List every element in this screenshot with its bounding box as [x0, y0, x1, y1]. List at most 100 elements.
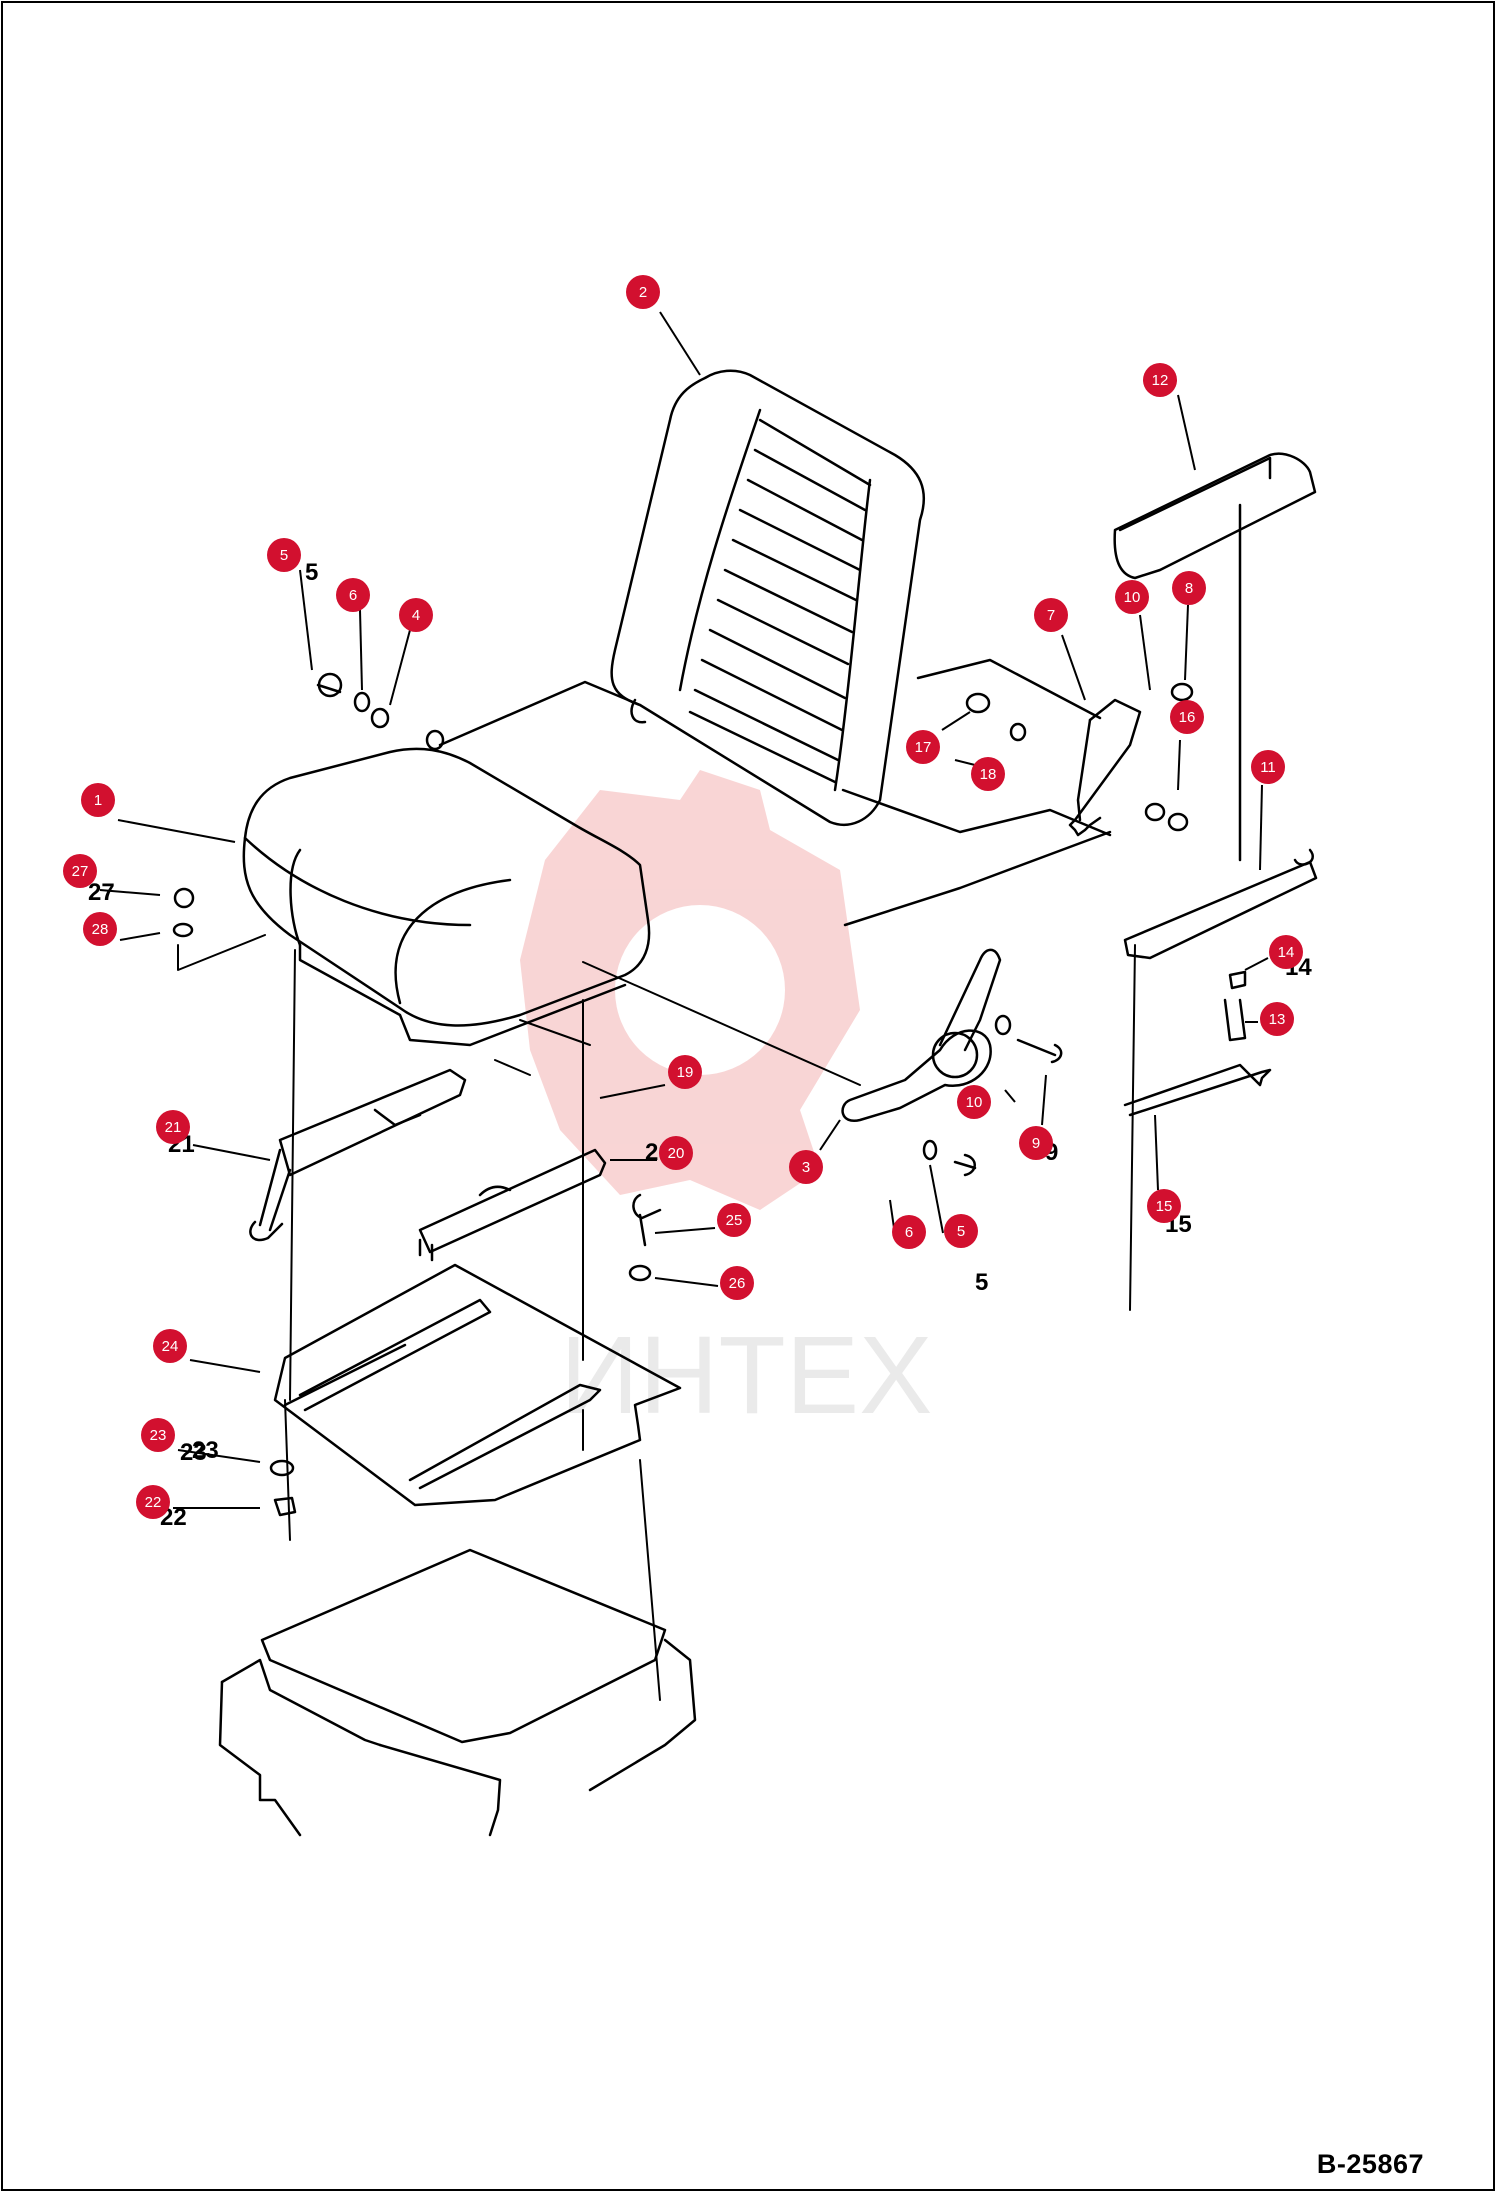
- callout-number: 10: [1124, 589, 1141, 606]
- callout-number: 5: [280, 547, 288, 564]
- callout-leader-line: [299, 569, 313, 671]
- callout-leader-line: [654, 1277, 719, 1287]
- callout-part-10[interactable]: 10: [957, 1085, 991, 1119]
- watermark-gear-hole: [615, 905, 785, 1075]
- callout-marker: [153, 1329, 187, 1363]
- callout-marker: [1269, 935, 1303, 969]
- callout-marker: [659, 1136, 693, 1170]
- callout-part-28[interactable]: 28: [83, 912, 117, 946]
- callout-number: 7: [1047, 607, 1055, 624]
- callout-part-5[interactable]: 5: [944, 1214, 978, 1248]
- callout-part-19[interactable]: 19: [668, 1055, 702, 1089]
- callout-part-1[interactable]: 1: [81, 783, 115, 817]
- callout-leader-line: [359, 609, 363, 691]
- callout-marker: [81, 783, 115, 817]
- callout-part-24[interactable]: 24: [153, 1329, 187, 1363]
- callout-marker: [63, 854, 97, 888]
- callout-number: 19: [677, 1064, 694, 1081]
- callout-marker: [789, 1150, 823, 1184]
- callout-marker: [1034, 598, 1068, 632]
- callout-leader-line: [189, 1359, 261, 1373]
- watermark-logo: ИНТЕХ: [520, 770, 932, 1437]
- callout-leader-line: [1259, 784, 1263, 871]
- callout-number: 12: [1152, 372, 1169, 389]
- printed-ref-5: 5: [305, 559, 318, 586]
- callout-leader-line: [117, 819, 236, 843]
- callout-number: 9: [1032, 1135, 1040, 1152]
- callout-marker: [1170, 700, 1204, 734]
- callout-number: 22: [145, 1494, 162, 1511]
- callout-number: 2: [639, 284, 647, 301]
- printed-ref-5: 5: [975, 1269, 988, 1296]
- callout-leader-line: [654, 1227, 716, 1234]
- callout-leader-line: [929, 1164, 944, 1234]
- callout-part-11[interactable]: 11: [1251, 750, 1285, 784]
- callout-part-3[interactable]: 3: [789, 1150, 823, 1184]
- callout-leader-line: [119, 932, 161, 941]
- armrest: [1113, 452, 1318, 960]
- callout-number: 3: [802, 1159, 810, 1176]
- callout-part-10[interactable]: 10: [1115, 580, 1149, 614]
- callout-part-7[interactable]: 7: [1034, 598, 1068, 632]
- callout-part-8[interactable]: 8: [1172, 571, 1206, 605]
- callout-marker: [957, 1085, 991, 1119]
- callout-part-21[interactable]: 21: [156, 1110, 190, 1144]
- printed-ref-27: 27: [88, 879, 115, 906]
- callout-part-25[interactable]: 25: [717, 1203, 751, 1237]
- callout-part-23[interactable]: 23: [141, 1418, 175, 1452]
- callout-part-16[interactable]: 16: [1170, 700, 1204, 734]
- callout-part-14[interactable]: 14: [1269, 935, 1303, 969]
- callout-part-6[interactable]: 6: [892, 1215, 926, 1249]
- callout-number: 26: [729, 1275, 746, 1292]
- callout-leader-line: [177, 1449, 261, 1463]
- callout-leader-line: [1177, 739, 1181, 791]
- callout-marker: [720, 1266, 754, 1300]
- callout-part-18[interactable]: 18: [971, 757, 1005, 791]
- seat-backrest: [610, 369, 925, 827]
- callout-number: 18: [980, 766, 997, 783]
- seat-rail-right: [418, 1148, 607, 1262]
- callout-part-22[interactable]: 22: [136, 1485, 170, 1519]
- callout-number: 27: [72, 863, 89, 880]
- watermark-text: ИНТЕХ: [560, 1314, 932, 1437]
- callout-number: 6: [905, 1224, 913, 1241]
- callout-number: 17: [915, 739, 932, 756]
- callout-part-20[interactable]: 20: [659, 1136, 693, 1170]
- callout-part-9[interactable]: 9: [1019, 1126, 1053, 1160]
- callout-leader-line: [954, 759, 976, 766]
- callout-part-2[interactable]: 2: [626, 275, 660, 309]
- callout-marker: [1251, 750, 1285, 784]
- callout-marker: [336, 578, 370, 612]
- callout-number: 1: [94, 792, 102, 809]
- callout-number: 28: [92, 921, 109, 938]
- callout-number: 8: [1185, 580, 1193, 597]
- callout-marker: [1147, 1189, 1181, 1223]
- callout-part-13[interactable]: 13: [1260, 1002, 1294, 1036]
- callout-part-15[interactable]: 15: [1147, 1189, 1181, 1223]
- callout-part-27[interactable]: 27: [63, 854, 97, 888]
- callout-marker: [892, 1215, 926, 1249]
- callout-part-17[interactable]: 17: [906, 730, 940, 764]
- callout-leader-line: [192, 1144, 271, 1161]
- callout-leader-line: [659, 311, 701, 376]
- callout-number: 21: [165, 1119, 182, 1136]
- callout-leader-line: [941, 711, 971, 731]
- callout-marker: [141, 1418, 175, 1452]
- callout-marker: [156, 1110, 190, 1144]
- seat-cushion: [242, 747, 651, 1047]
- callout-marker: [717, 1203, 751, 1237]
- callout-part-6[interactable]: 6: [336, 578, 370, 612]
- callout-part-12[interactable]: 12: [1143, 363, 1177, 397]
- callout-leader-line: [1004, 1089, 1016, 1103]
- callout-marker: [1260, 1002, 1294, 1036]
- callout-leader-line: [1154, 1114, 1159, 1191]
- backrest-bracket: [438, 658, 1142, 927]
- fasteners: [172, 672, 1272, 1517]
- callout-marker: [136, 1485, 170, 1519]
- callout-part-5[interactable]: 5: [267, 538, 301, 572]
- callout-part-4[interactable]: 4: [399, 598, 433, 632]
- callout-part-26[interactable]: 26: [720, 1266, 754, 1300]
- callout-marker: [906, 730, 940, 764]
